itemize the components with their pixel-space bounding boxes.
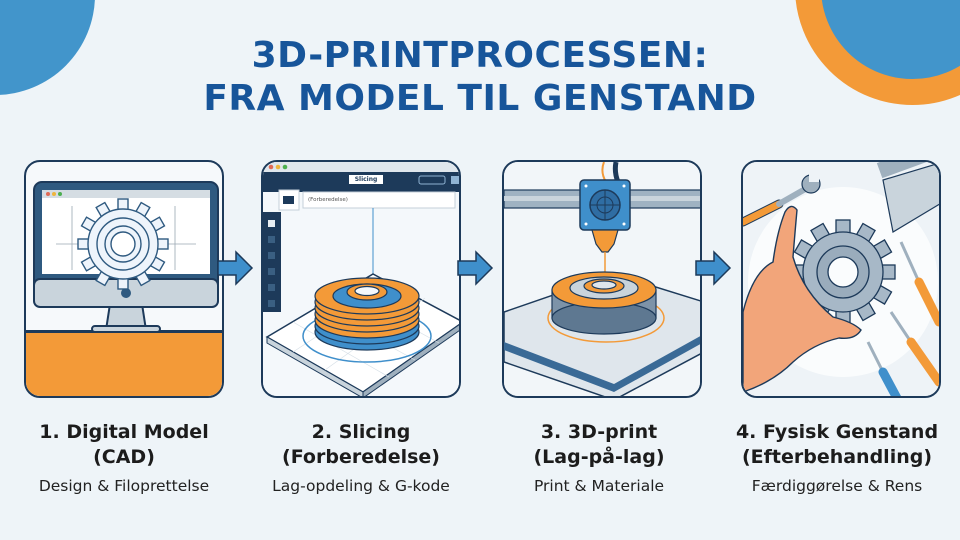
step-4-subtitle: Færdiggørelse & Rens <box>751 477 923 495</box>
step-1-panel <box>24 160 224 398</box>
step-4-title-line-2: (Efterbehandling) <box>741 446 933 468</box>
step-2-label: 2. Slicing (Forberedelse) Lag-opdeling &… <box>241 420 481 498</box>
step-4-title-line-1: 4. Fysisk Genstand <box>735 421 939 443</box>
step-2-title-line-1: 2. Slicing <box>311 421 411 443</box>
step-2-subtitle: Lag-opdeling & G-kode <box>272 477 450 495</box>
slicing-tab[interactable]: Slicing <box>354 176 378 183</box>
step-2-panel: Slicing (Forberedelse) <box>261 160 461 398</box>
title-line-2: FRA MODEL TIL GENSTAND <box>203 78 757 119</box>
hand-gear-tools-icon <box>743 162 939 396</box>
screwdriver-icon <box>866 241 939 396</box>
step-3-title-line-1: 3. 3D-print <box>540 421 658 443</box>
arrow-right-icon <box>695 250 732 286</box>
step-4-label: 4. Fysisk Genstand (Efterbehandling) Fær… <box>717 420 957 498</box>
step-1-label: 1. Digital Model (CAD) Design & Filopret… <box>4 420 244 498</box>
arrow-right-icon <box>217 250 254 286</box>
step-1-subtitle: Design & Filoprettelse <box>38 477 210 495</box>
slicing-field[interactable]: (Forberedelse) <box>308 197 348 203</box>
monitor-cad-gear-icon <box>26 181 222 396</box>
step-1-title-line-2: (CAD) <box>93 446 155 468</box>
step-1-title-line-1: 1. Digital Model <box>39 421 209 443</box>
title-line-1: 3D-PRINTPROCESSEN: <box>251 35 709 76</box>
step-3-label: 3. 3D-print (Lag-på-lag) Print & Materia… <box>479 420 719 498</box>
saw-icon <box>876 162 939 233</box>
wrench-icon <box>743 174 821 227</box>
step-2-title-line-2: (Forberedelse) <box>282 446 440 468</box>
step-3-title-line-2: (Lag-på-lag) <box>533 446 665 468</box>
printer-nozzle-gear-icon <box>504 162 700 396</box>
arrow-right-icon <box>457 250 494 286</box>
step-4-panel <box>741 160 941 398</box>
layers <box>314 277 420 351</box>
hand-icon <box>743 205 862 393</box>
step-3-panel <box>502 160 702 398</box>
step-3-subtitle: Print & Materiale <box>533 477 665 495</box>
slicer-layered-gear-icon <box>263 162 459 396</box>
page-title: 3D-PRINTPROCESSEN: FRA MODEL TIL GENSTAN… <box>0 34 960 120</box>
